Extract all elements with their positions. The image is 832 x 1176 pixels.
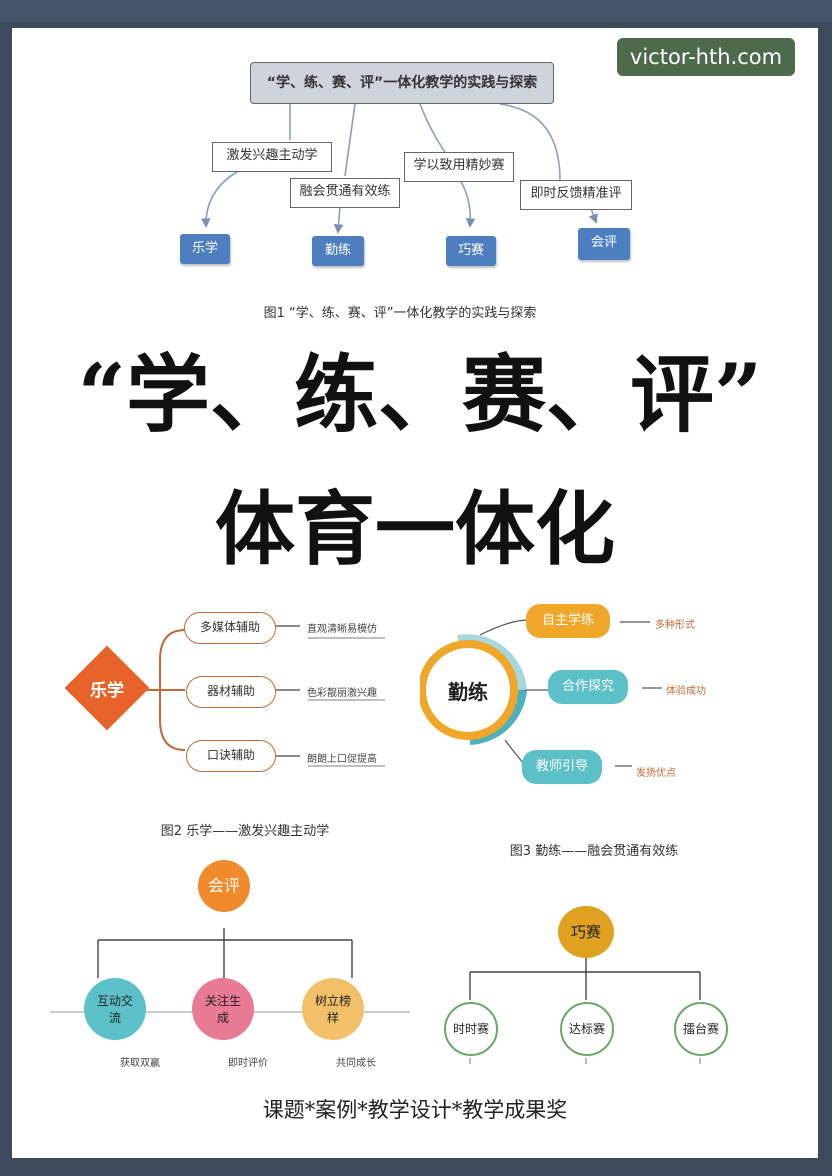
fig1-edge-label-4: 即时反馈精准评 [520, 180, 632, 210]
fig3-note-2: 体验成功 [666, 686, 706, 697]
fig1-node-lexue: 乐学 [180, 234, 230, 264]
fig4-root: 会评 [198, 860, 250, 912]
fig4-note-2: 即时评价 [228, 1058, 268, 1069]
fig2-center-label: 乐学 [90, 681, 124, 701]
fig2-caption: 图2 乐学——激发兴趣主动学 [160, 824, 330, 839]
fig3-center-label: 勤练 [448, 680, 488, 704]
fig2-branch-1: 多媒体辅助 [184, 612, 276, 644]
watermark: victor-hth.com [617, 38, 795, 76]
fig3-branch-3: 教师引导 [522, 750, 602, 784]
fig1-node-qinlian: 勤练 [312, 236, 364, 266]
fig5-root: 巧赛 [558, 906, 614, 958]
fig1-edge-label-2: 融会贯通有效练 [290, 178, 400, 208]
fig1-edge-label-3: 学以致用精妙赛 [404, 152, 514, 182]
fig3-note-1: 多种形式 [655, 620, 695, 631]
fig5-child-2: 达标赛 [560, 1002, 614, 1056]
headline-line2: 体育一体化 [215, 482, 615, 576]
fig1-node-qiaosai: 巧赛 [446, 236, 496, 266]
fig2-note-1: 直观清晰易模仿 [307, 624, 377, 635]
headline-line1: “学、练、赛、评” [77, 345, 763, 444]
fig3-graphics [420, 619, 662, 769]
fig1-root-box: “学、练、赛、评”一体化教学的实践与探索 [250, 62, 554, 104]
connector-1b [200, 169, 241, 228]
fig4-child-2: 关注生成 [192, 978, 254, 1040]
fig1-connectors [200, 103, 598, 234]
fig5-connectors [469, 958, 701, 1064]
connector-2a [344, 103, 356, 177]
top-strip [0, 0, 832, 22]
connector-3b [459, 179, 476, 228]
fig1-edge-label-1: 激发兴趣主动学 [212, 142, 332, 172]
fig5-child-1: 时时赛 [444, 1002, 498, 1056]
connector-2b [333, 205, 344, 234]
footer-text: 课题*案例*教学设计*教学成果奖 [262, 1098, 568, 1122]
fig3-caption: 图3 勤练——融会贯通有效练 [509, 844, 679, 859]
fig5-child-3: 擂台赛 [674, 1002, 728, 1056]
connector-3a [419, 103, 446, 153]
page [12, 28, 818, 1158]
fig1-caption: 图1 “学、练、赛、评”一体化教学的实践与探索 [263, 306, 537, 321]
fig4-child-1: 互动交流 [84, 978, 146, 1040]
fig4-note-1: 获取双赢 [120, 1058, 160, 1069]
connector-4a [499, 103, 561, 181]
fig2-note-3: 朗朗上口促提高 [307, 754, 377, 765]
fig3-branch-2: 合作探究 [548, 670, 628, 704]
fig4-note-3: 共同成长 [336, 1058, 376, 1069]
fig2-note-2: 色彩靓丽激兴趣 [307, 688, 377, 699]
fig3-branch-1: 自主学练 [526, 604, 610, 638]
fig4-child-3: 树立榜样 [302, 978, 364, 1040]
fig2-branch-2: 器材辅助 [186, 676, 276, 708]
fig1-node-huiping: 会评 [578, 228, 630, 260]
fig2-branch-3: 口诀辅助 [186, 740, 276, 772]
fig3-note-3: 发扬优点 [636, 768, 676, 779]
fig2-connectors [145, 625, 385, 767]
